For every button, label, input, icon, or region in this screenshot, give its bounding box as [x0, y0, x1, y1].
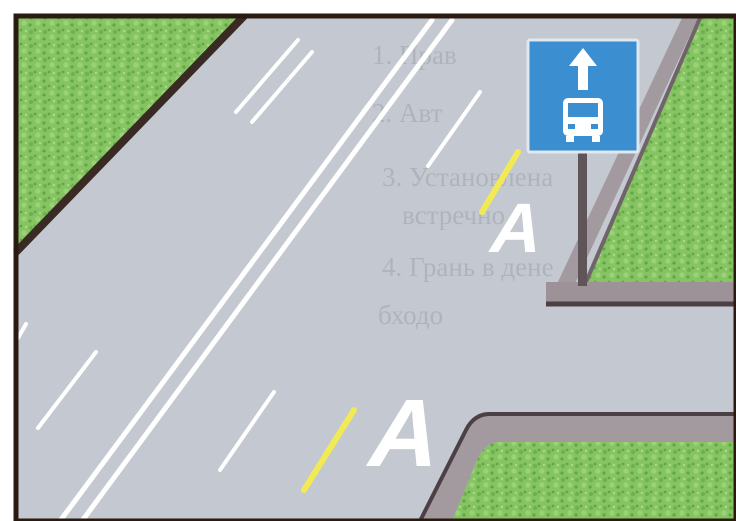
curb-right-corner — [546, 282, 736, 304]
bleed-line-3: 3. Установлена — [382, 162, 553, 192]
bleed-line-6: бходо — [378, 300, 443, 330]
grass-verge-bottom-right — [452, 442, 736, 521]
sign-post — [578, 150, 587, 286]
bus-icon — [563, 98, 603, 142]
